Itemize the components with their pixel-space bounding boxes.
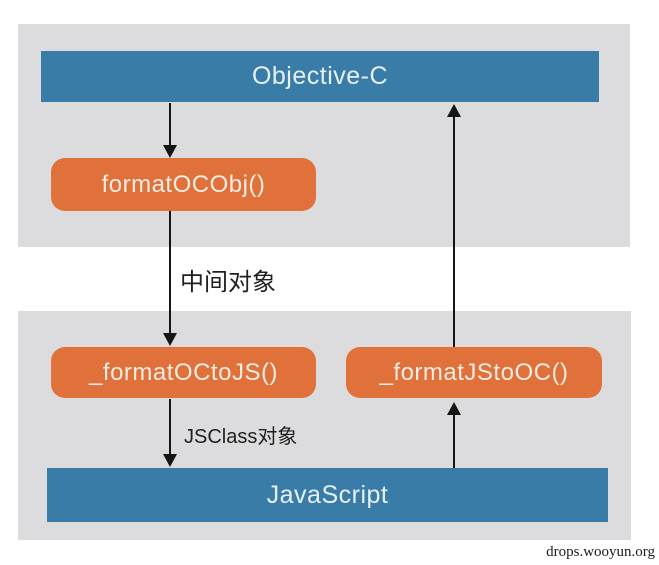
- arrowhead-down-icon: [163, 333, 177, 346]
- arrowhead-down-icon: [163, 454, 177, 467]
- arrow-objectivec-to-formatocobj: [163, 103, 177, 158]
- arrowhead-up-icon: [447, 402, 461, 415]
- arrow-javascript-to-formatjstooc: [447, 402, 461, 468]
- arrow-formatocobj-to-formatoctojs: [163, 211, 177, 346]
- arrow-line: [453, 415, 455, 468]
- node-formatocobj: formatOCObj(): [51, 158, 316, 211]
- arrow-line: [453, 117, 455, 347]
- node-objective-c-label: Objective-C: [251, 62, 389, 90]
- arrow-line: [169, 211, 171, 333]
- arrow-formatjstooc-to-objectivec: [447, 104, 461, 347]
- node-formatocobj-label: formatOCObj(): [101, 170, 266, 198]
- arrow-formatoctojs-to-javascript: [163, 399, 177, 467]
- arrow-line: [169, 399, 171, 454]
- edge-label-jsclass-object: JSClass对象: [184, 426, 298, 448]
- arrowhead-down-icon: [163, 145, 177, 158]
- edge-label-intermediate-object: 中间对象: [180, 269, 276, 296]
- node-javascript: JavaScript: [47, 468, 608, 522]
- node-formatjstooc: _formatJStoOC(): [346, 347, 602, 398]
- node-javascript-label: JavaScript: [266, 480, 389, 509]
- arrowhead-up-icon: [447, 104, 461, 117]
- node-objective-c: Objective-C: [41, 51, 599, 102]
- node-formatoctojs-label: _formatOCtoJS(): [89, 358, 278, 386]
- node-formatoctojs: _formatOCtoJS(): [51, 347, 316, 398]
- arrow-line: [169, 103, 171, 145]
- node-formatjstooc-label: _formatJStoOC(): [379, 358, 569, 386]
- watermark-drops-wooyun: drops.wooyun.org: [546, 544, 655, 560]
